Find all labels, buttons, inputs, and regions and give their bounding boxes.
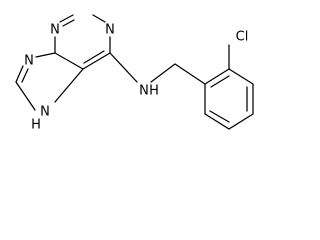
bond-b4-b5 — [228, 113, 254, 130]
atom-n3: N — [50, 23, 60, 38]
bond-c2-n3-inner — [62, 19, 75, 27]
bond-b1-b2-inner — [210, 75, 230, 88]
bond-c4-n9 — [35, 52, 56, 58]
atom-labels: N N N N H N H Cl — [24, 23, 248, 133]
bond-b1-b2 — [204, 68, 230, 85]
bond-n7-c5 — [54, 68, 84, 103]
atom-nh: N — [139, 84, 149, 99]
bond-ch2-aryl — [174, 63, 206, 85]
bond-b5-b6 — [204, 113, 230, 130]
bond-c6-n — [109, 52, 138, 83]
atom-n1: N — [105, 23, 115, 38]
pyrimidine-ring — [54, 14, 111, 70]
chemical-structure-diagram: N N N N H N H Cl — [15, 14, 254, 133]
bond-c5-c6-inner — [83, 50, 105, 64]
atom-cl: Cl — [236, 30, 249, 45]
bond-b5-b6-inner — [209, 110, 230, 123]
bond-n-ch2 — [150, 63, 176, 83]
bond-n9-c8-inner — [21, 68, 29, 83]
bond-c8-n7 — [15, 81, 36, 111]
atom-n7: N — [40, 105, 50, 120]
bond-c2-n3 — [59, 14, 74, 23]
bond-n9-c8 — [15, 65, 24, 83]
bond-c5-c6 — [82, 52, 111, 70]
atom-h7: H — [31, 118, 41, 133]
amine-linker — [109, 52, 206, 85]
atom-nh-hydrogen: H — [149, 84, 159, 99]
bond-n1-c2 — [92, 14, 106, 23]
bond-b2-b3 — [228, 68, 254, 85]
atom-n9: N — [24, 54, 34, 69]
bond-c4-c5 — [54, 52, 84, 70]
benzene-ring — [204, 68, 254, 130]
imidazole-ring — [15, 52, 84, 111]
